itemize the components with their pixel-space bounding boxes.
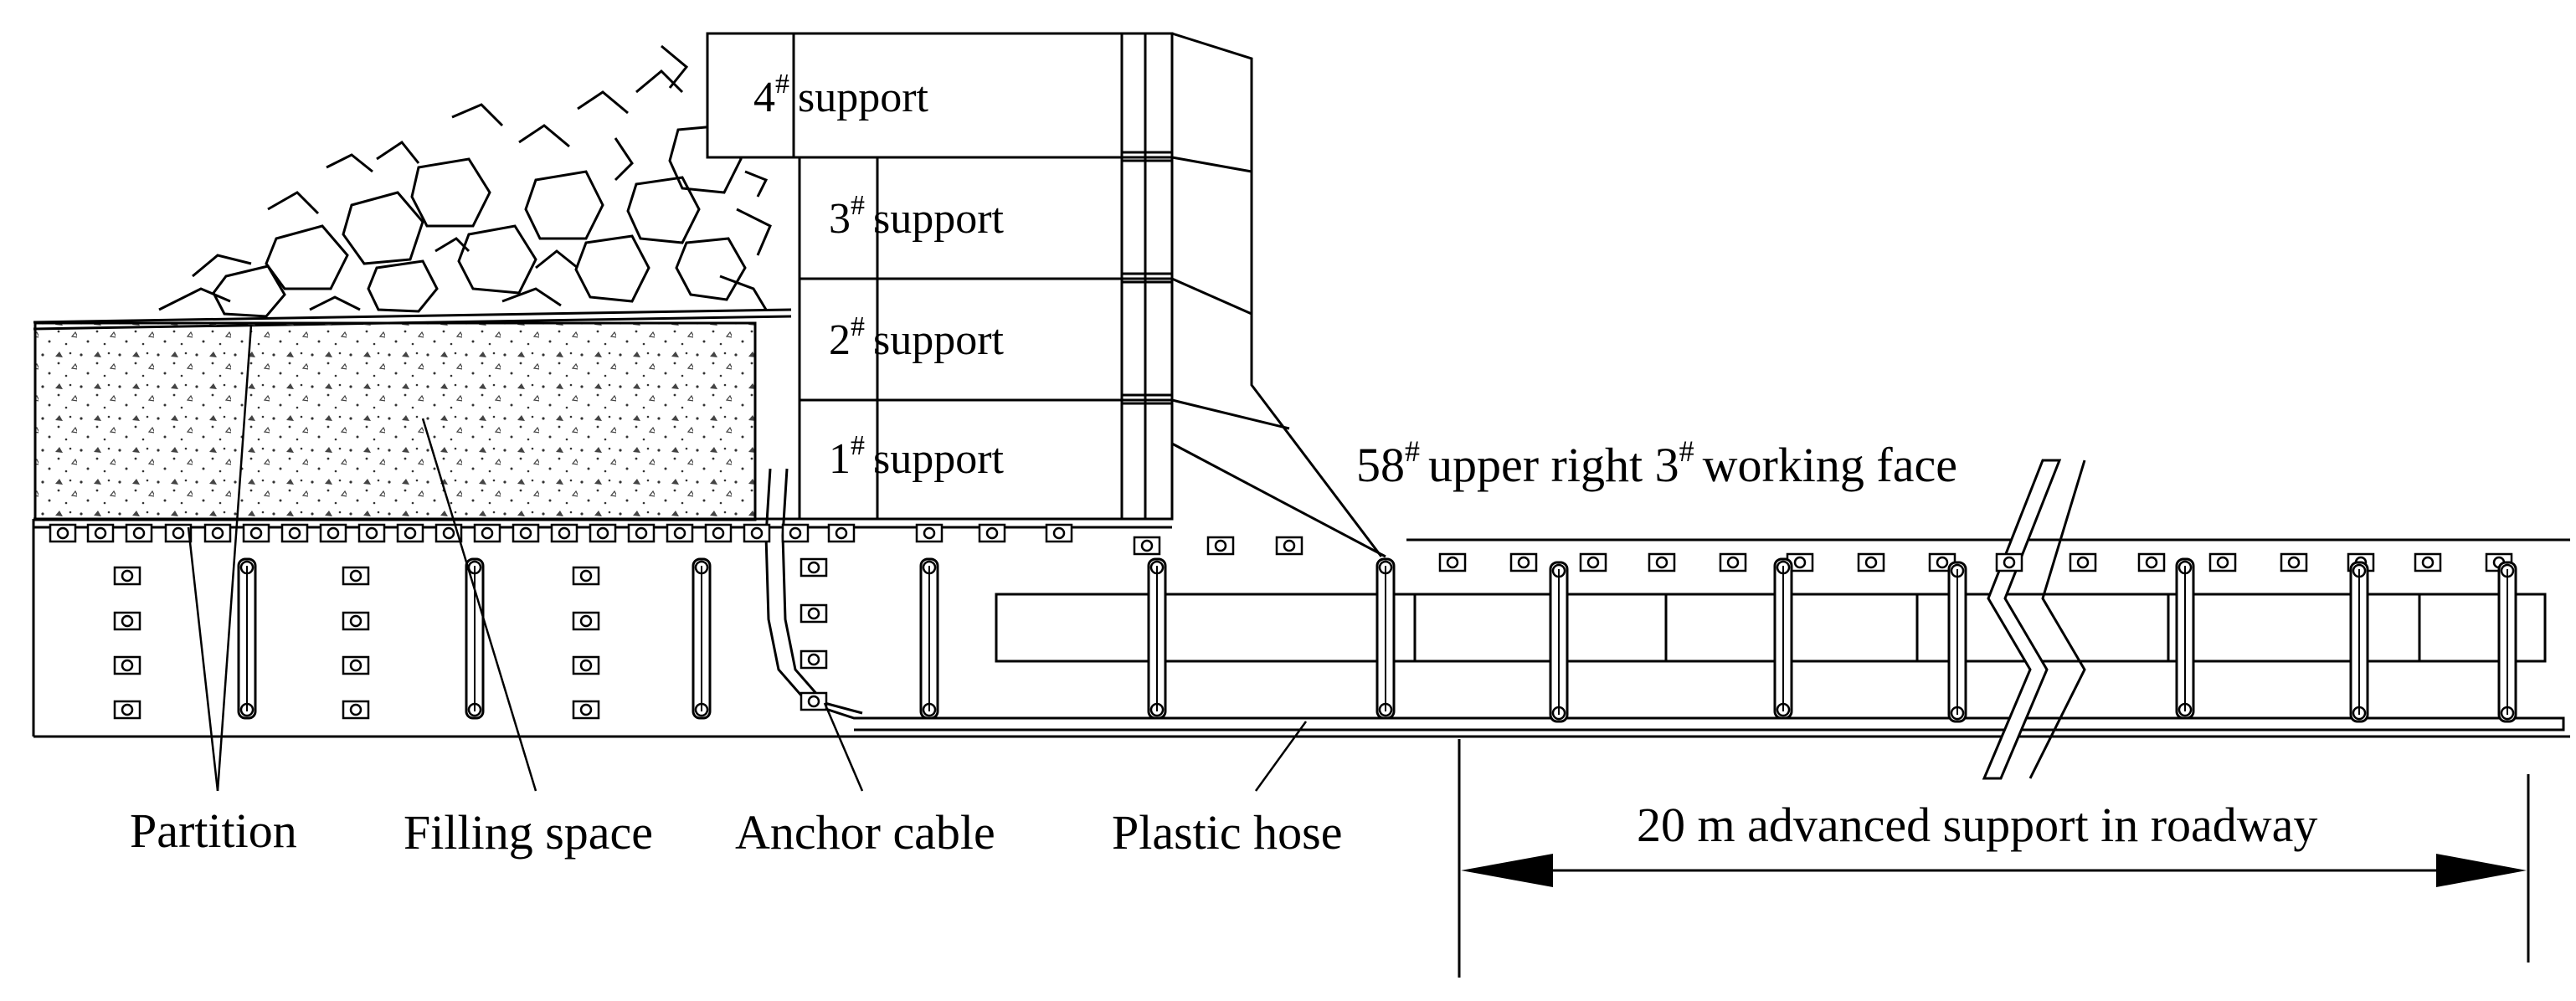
label-advanced-support: 20 m advanced support in roadway — [1637, 798, 2317, 852]
caved-rock-rubble — [158, 44, 772, 318]
support-labels: 4#support 3#support 2#support 1#support — [753, 69, 1005, 483]
svg-text:4#support: 4#support — [753, 69, 929, 121]
leader-lines — [187, 324, 1308, 792]
support-4-box — [706, 32, 1174, 159]
svg-text:3#support: 3#support — [829, 190, 1005, 243]
advanced-support-dimension — [1458, 739, 2530, 978]
label-plastic-hose: Plastic hose — [1112, 805, 1342, 860]
support-2-box — [798, 277, 1174, 402]
working-face-label: 58#upper right 3#working face — [1356, 434, 1957, 492]
label-partition: Partition — [130, 803, 297, 858]
label-filling-space: Filling space — [404, 805, 653, 860]
svg-text:1#support: 1#support — [829, 430, 1005, 483]
label-anchor-cable: Anchor cable — [735, 805, 995, 860]
svg-text:2#support: 2#support — [829, 311, 1005, 364]
break-symbol — [1982, 459, 2086, 780]
filling-body — [33, 321, 757, 521]
hydraulic-supports — [706, 32, 1386, 558]
support-1-box — [798, 398, 1174, 521]
roof-bolts — [49, 523, 2513, 572]
